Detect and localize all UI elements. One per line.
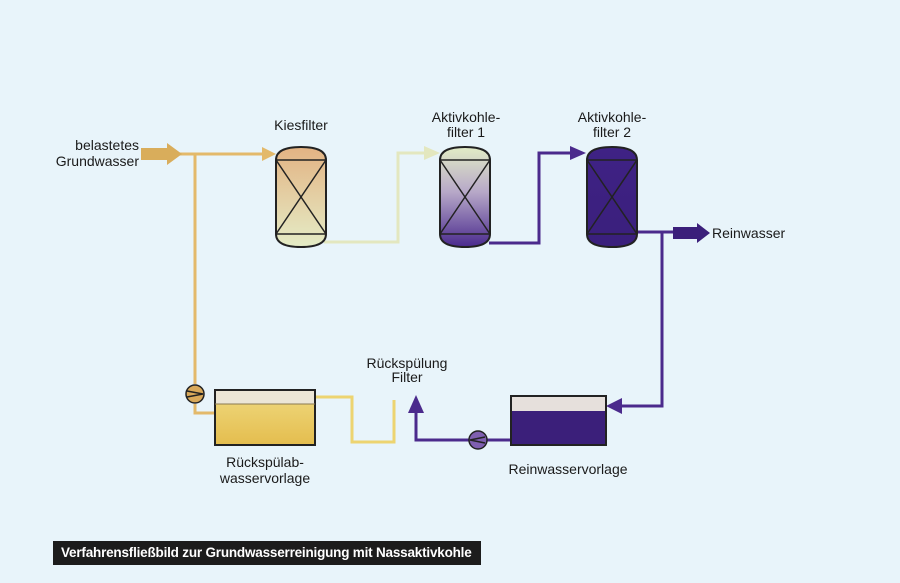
pipe-pump-to-rueckspuelung: [414, 410, 470, 442]
label-reinwasser: Reinwasser: [712, 225, 785, 241]
arrowhead-reinwasservorlage: [606, 398, 622, 414]
inlet-arrow: [141, 143, 182, 165]
label-backwash-tank-line1: Rückspülab-: [226, 454, 304, 470]
reinwasser-arrow: [673, 223, 710, 243]
pipe-kies-to-ak1: [324, 151, 432, 244]
pump-backwash-feed: [185, 384, 205, 404]
label-rueckspuelung-line1: Rückspülung: [367, 355, 448, 371]
label-input-line1: belastetes: [75, 137, 139, 153]
vessel-aktivkohlefilter-1: [439, 145, 491, 249]
arrowhead-rueckspuelung: [408, 395, 424, 413]
tank-rueckspuelabwasservorlage: [214, 389, 316, 446]
label-ak1-line1: Aktivkohle-: [432, 109, 501, 125]
pipe-backwash-outlet: [316, 395, 396, 444]
label-ak1-line2: filter 1: [447, 124, 485, 140]
label-reinwasservorlage: Reinwasservorlage: [508, 461, 627, 477]
pump-reinwasser: [468, 430, 488, 450]
label-ak2-line2: filter 2: [593, 124, 631, 140]
label-input-line2: Grundwasser: [56, 153, 140, 169]
label-rueckspuelung-line2: Filter: [391, 369, 422, 385]
pipe-down-to-reinwasservorlage: [620, 232, 664, 408]
arrowhead-ak2: [570, 146, 586, 160]
vessel-kiesfilter: [275, 145, 327, 249]
label-ak2-line1: Aktivkohle-: [578, 109, 647, 125]
label-backwash-tank-line2: wasservorlage: [219, 470, 310, 486]
arrowhead-ak1: [424, 146, 440, 160]
label-kiesfilter: Kiesfilter: [274, 117, 328, 133]
vessel-aktivkohlefilter-2: [586, 145, 638, 249]
pipe-pump-to-backwash-tank: [193, 404, 214, 415]
pipe-ak1-to-ak2: [489, 151, 578, 245]
figure-caption: Verfahrensfließbild zur Grundwasserreini…: [53, 541, 481, 565]
arrowhead-kiesfilter: [262, 147, 276, 161]
tank-reinwasservorlage: [510, 395, 607, 446]
